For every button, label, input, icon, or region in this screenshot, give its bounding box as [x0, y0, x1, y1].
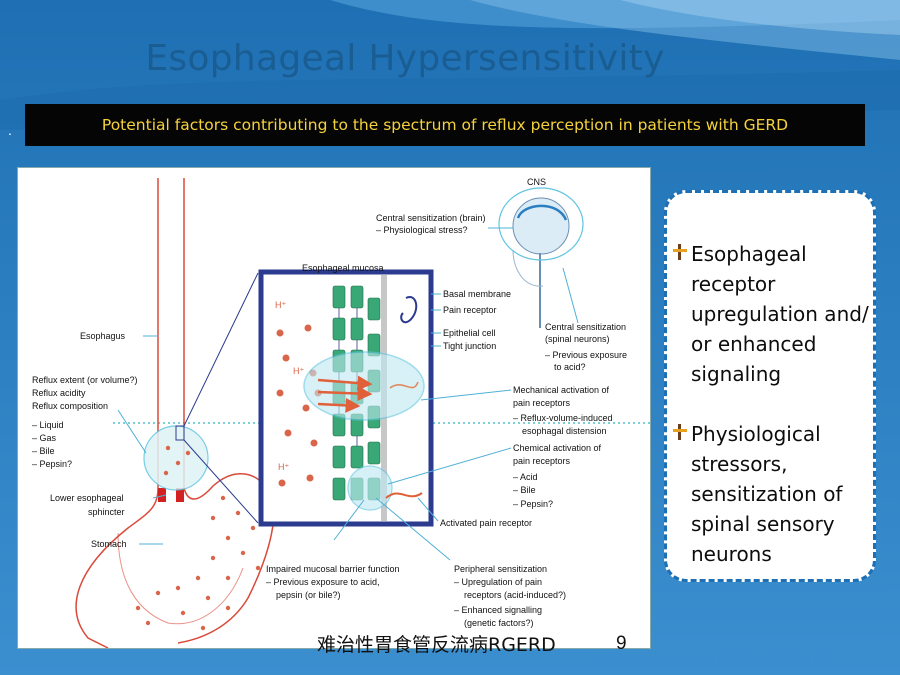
label-epithelial-cell: Epithelial cell — [443, 328, 496, 338]
label-reflux-5: – Gas — [32, 433, 57, 443]
summary-callout: Esophageal receptor upregulation and/ or… — [664, 190, 876, 582]
h-plus-label-1: H⁺ — [275, 300, 286, 310]
label-peripheral-1: Peripheral sensitization — [454, 564, 547, 574]
slide-title: Esophageal Hypersensitivity — [145, 38, 665, 79]
label-reflux-3: Reflux composition — [32, 401, 108, 411]
label-reflux-2: Reflux acidity — [32, 388, 86, 398]
subtitle-text: Potential factors contributing to the sp… — [101, 116, 789, 134]
page-number: 9 — [616, 633, 627, 654]
label-chem-1: Chemical activation of — [513, 443, 602, 453]
label-chem-4: – Bile — [513, 485, 536, 495]
label-impaired-3: pepsin (or bile?) — [276, 590, 341, 600]
label-peripheral-5: (genetic factors?) — [464, 618, 534, 628]
label-activated: Activated pain receptor — [440, 518, 532, 528]
cns-head-illustration — [498, 187, 584, 328]
label-impaired-2: – Previous exposure to acid, — [266, 577, 380, 587]
label-central-brain-2: – Physiological stress? — [376, 225, 468, 235]
label-peripheral-3: receptors (acid-induced?) — [464, 590, 566, 600]
h-plus-label-2: H⁺ — [293, 366, 304, 376]
label-reflux-4: – Liquid — [32, 420, 64, 430]
label-peripheral-4: – Enhanced signalling — [454, 605, 542, 615]
label-central-spinal-3: – Previous exposure — [545, 350, 627, 360]
footer-title: 难治性胃食管反流病RGERD — [317, 634, 556, 656]
label-reflux-1: Reflux extent (or volume?) — [32, 375, 138, 385]
label-mech-3: – Reflux-volume-induced — [513, 413, 613, 423]
label-esophageal-mucosa: Esophageal mucosa — [302, 263, 384, 273]
label-cns: CNS — [527, 177, 546, 187]
label-stomach: Stomach — [91, 539, 127, 549]
label-mech-4: esophagal distension — [522, 426, 607, 436]
summary-item: Physiological stressors, sensitization o… — [673, 419, 869, 569]
leader-lines — [117, 227, 579, 561]
h-plus-label-3: H⁺ — [278, 462, 289, 472]
label-chem-3: – Acid — [513, 472, 538, 482]
label-impaired-1: Impaired mucosal barrier function — [266, 564, 400, 574]
label-mech-2: pain receptors — [513, 398, 571, 408]
label-chem-2: pain receptors — [513, 456, 571, 466]
esophagus-illustration — [75, 178, 275, 649]
label-basal-membrane: Basal membrane — [443, 289, 511, 299]
summary-text: Esophageal receptor upregulation and/ or… — [691, 242, 869, 386]
label-chem-5: – Pepsin? — [513, 499, 553, 509]
label-esophagus: Esophagus — [80, 331, 126, 341]
label-central-spinal-1: Central sensitization — [545, 322, 626, 332]
label-central-brain-1: Central sensitization (brain) — [376, 213, 486, 223]
summary-item: Esophageal receptor upregulation and/ or… — [673, 239, 869, 389]
label-central-spinal-4: to acid? — [554, 362, 586, 372]
label-central-spinal-2: (spinal neurons) — [545, 334, 610, 344]
subtitle-banner: Potential factors contributing to the sp… — [25, 104, 865, 146]
mucosa-frame: H⁺ H⁺ H⁺ — [258, 269, 434, 527]
label-reflux-7: – Pepsin? — [32, 459, 72, 469]
summary-text: Physiological stressors, sensitization o… — [691, 422, 843, 566]
reflux-perception-figure: H⁺ H⁺ H⁺ — [17, 167, 651, 649]
label-les-1: Lower esophageal — [50, 493, 124, 503]
label-tight-junction: Tight junction — [443, 341, 496, 351]
cross-bullet-icon — [673, 420, 687, 450]
label-les-2: sphincter — [88, 507, 125, 517]
label-peripheral-2: – Upregulation of pain — [454, 577, 542, 587]
bullet-dot: . — [8, 122, 12, 138]
label-mech-1: Mechanical activation of — [513, 385, 610, 395]
label-reflux-6: – Bile — [32, 446, 55, 456]
citation: AM J Gastroenterol ,2012,107, 8-15. — [590, 651, 827, 668]
summary-list: Esophageal receptor upregulation and/ or… — [667, 193, 873, 569]
label-pain-receptor: Pain receptor — [443, 305, 497, 315]
cross-bullet-icon — [673, 240, 687, 270]
